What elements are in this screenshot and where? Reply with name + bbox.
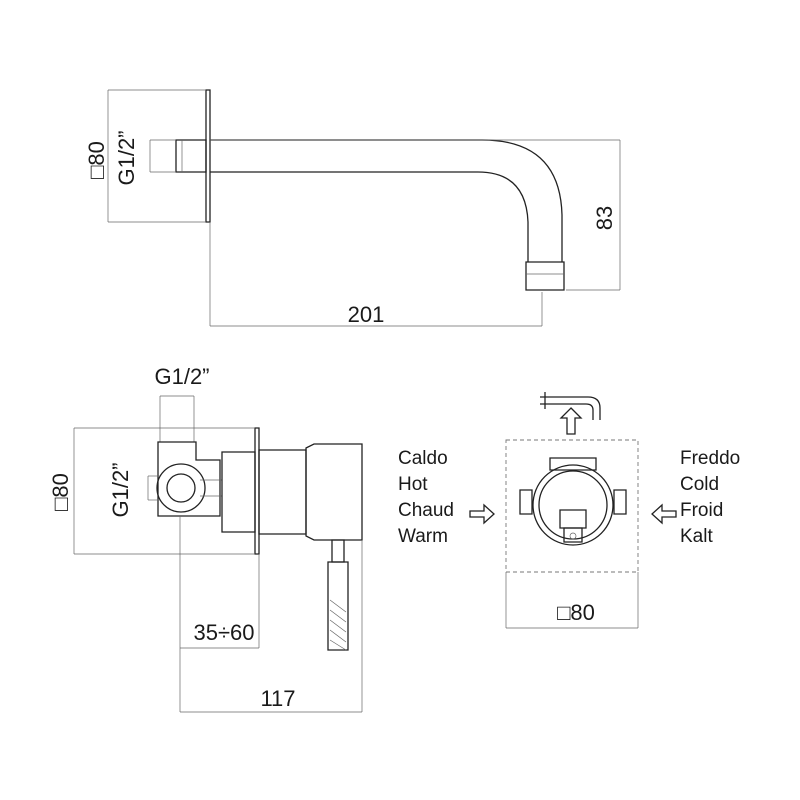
spout-aerator	[525, 261, 565, 291]
hot-label-fr: Chaud	[398, 500, 454, 521]
front-lever-base	[559, 509, 587, 529]
mixer-inlet-outer	[156, 463, 206, 513]
front-plate-size: □80	[557, 600, 595, 625]
mixer-length: 117	[260, 686, 295, 711]
cold-label-de: Kalt	[680, 526, 713, 547]
plate-outline	[505, 439, 639, 573]
mixer-lever-neck	[331, 539, 345, 563]
front-right-port	[613, 489, 627, 515]
spout-side-view: □80 G1/2” 83 201	[84, 89, 621, 327]
mixer-cartridge	[258, 449, 307, 535]
mixer-inlet-inner	[166, 473, 196, 503]
mixer-handle-body	[305, 443, 363, 541]
mixer-sleeve	[221, 451, 256, 533]
mixer-lever	[327, 561, 349, 651]
mixer-front-view: □80 Caldo Hot Chaud Warm Freddo Cold Fro…	[398, 392, 740, 629]
mixer-plate-size: □80	[48, 473, 73, 511]
hot-label-de: Warm	[398, 526, 448, 547]
outlet-arrow-icon	[559, 407, 583, 435]
cold-label-en: Cold	[680, 474, 719, 495]
cold-label-it: Freddo	[680, 448, 740, 469]
spout-plate-size: □80	[84, 141, 109, 179]
spout-length: 201	[348, 302, 385, 327]
front-top-port	[549, 457, 597, 471]
mixer-depth-range: 35÷60	[193, 620, 254, 645]
spout-symbol	[540, 396, 601, 420]
cold-inlet-arrow-icon	[651, 503, 677, 525]
mixer-thread-top: G1/2”	[154, 364, 209, 389]
hot-inlet-arrow-icon	[469, 503, 495, 525]
spout-tube-upper	[210, 139, 563, 262]
front-body-inner	[538, 470, 608, 540]
mixer-thread-side: G1/2”	[108, 462, 133, 517]
front-lever-tip	[563, 527, 583, 543]
cold-label-fr: Froid	[680, 500, 723, 521]
mixer-lever-knurl	[329, 599, 347, 651]
spout-thread-stub	[175, 139, 207, 173]
spout-height: 83	[592, 206, 617, 230]
spout-thread: G1/2”	[114, 130, 139, 185]
front-left-port	[519, 489, 533, 515]
spout-tube-lower	[210, 171, 529, 262]
mixer-side-view: G1/2” □80 G1/2” 35÷60	[48, 364, 363, 713]
hot-label-en: Hot	[398, 474, 428, 495]
mixer-body-block	[157, 441, 221, 517]
front-body-outer	[532, 464, 614, 546]
hot-label-it: Caldo	[398, 448, 448, 469]
